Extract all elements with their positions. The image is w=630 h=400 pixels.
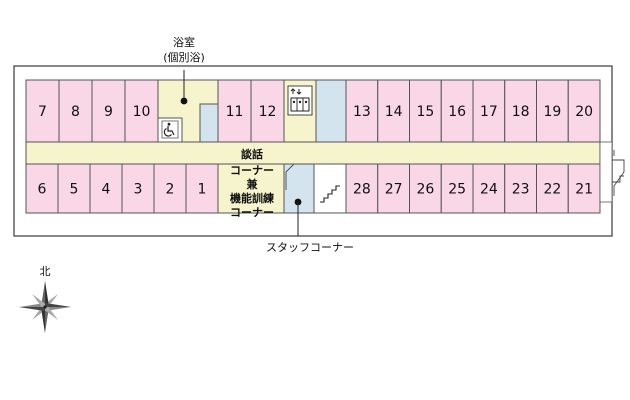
fire-escape-stairs-icon <box>612 150 625 196</box>
room-cell-20 <box>567 79 601 143</box>
bath-label-line2: (個別浴) <box>163 51 205 64</box>
room-cell-13 <box>345 79 379 143</box>
compass-icon <box>19 281 71 333</box>
staff-corner-area <box>283 163 315 214</box>
room-number-25: 25 <box>448 182 466 198</box>
room-cell-16 <box>440 79 474 143</box>
staff-counter <box>285 163 295 190</box>
room-number-21: 21 <box>575 182 593 198</box>
room-cell-22 <box>536 163 569 214</box>
lounge-label-line2: コーナー <box>230 164 274 177</box>
stairs-icon <box>320 185 340 203</box>
room-number-26: 26 <box>416 182 434 198</box>
room-number-18: 18 <box>512 104 530 120</box>
room-cell-27 <box>377 163 410 214</box>
fire-escape-area <box>599 141 613 203</box>
room-number-27: 27 <box>385 182 403 198</box>
room-number-9: 9 <box>104 104 113 120</box>
room-number-17: 17 <box>480 104 498 120</box>
staff-corner-label: スタッフコーナー <box>266 241 354 254</box>
room-number-3: 3 <box>134 182 143 198</box>
room-group-north-east: 13 14 15 16 17 18 19 20 <box>345 79 601 143</box>
room-number-10: 10 <box>133 104 151 120</box>
room-number-7: 7 <box>38 104 47 120</box>
service-area-north <box>315 79 347 143</box>
room-number-5: 5 <box>70 182 79 198</box>
room-cell-26 <box>409 163 442 214</box>
lounge-label-line3: 兼 <box>247 177 259 191</box>
room-group-north-middle: 11 12 <box>217 79 285 143</box>
wheelchair-icon <box>161 120 179 139</box>
corridor <box>25 141 601 165</box>
elevator-icon <box>287 85 313 116</box>
room-number-1: 1 <box>198 182 207 198</box>
room-group-south-east: 28 27 26 25 24 23 22 21 <box>345 163 601 214</box>
lounge-label-line4: 機能訓練 <box>230 191 274 205</box>
room-cell-11 <box>217 79 252 143</box>
room-group-north-west: 7 8 9 10 <box>25 79 159 143</box>
room-cell-28 <box>345 163 379 214</box>
room-number-13: 13 <box>353 104 371 120</box>
room-cell-19 <box>536 79 569 143</box>
room-number-16: 16 <box>448 104 466 120</box>
room-cell-3 <box>121 163 155 214</box>
room-number-2: 2 <box>166 182 175 198</box>
room-number-6: 6 <box>38 182 47 198</box>
room-number-8: 8 <box>71 104 80 120</box>
room-number-4: 4 <box>102 182 111 198</box>
room-cell-15 <box>409 79 442 143</box>
bath-blue-area <box>199 103 219 143</box>
room-cell-17 <box>472 79 506 143</box>
room-number-14: 14 <box>385 104 403 120</box>
room-cell-6 <box>25 163 59 214</box>
room-cell-25 <box>440 163 474 214</box>
room-number-20: 20 <box>575 104 593 120</box>
room-number-23: 23 <box>512 182 530 198</box>
room-cell-21 <box>567 163 601 214</box>
stairs-room <box>313 163 347 214</box>
room-number-24: 24 <box>480 182 498 198</box>
lounge-label-line5: コーナー <box>230 206 274 219</box>
north-label: 北 <box>40 265 51 278</box>
room-group-south-west: 6 5 4 3 2 1 <box>25 163 219 214</box>
lounge-label-line1: 談話 <box>241 147 263 161</box>
room-number-28: 28 <box>353 182 371 198</box>
room-number-19: 19 <box>543 104 561 120</box>
room-cell-4 <box>89 163 123 214</box>
room-number-11: 11 <box>226 104 244 120</box>
bath-label-line1: 浴室 <box>173 35 195 49</box>
room-number-15: 15 <box>416 104 434 120</box>
room-cell-1 <box>185 163 219 214</box>
room-cell-9 <box>91 79 126 143</box>
room-cell-10 <box>124 79 159 143</box>
room-number-12: 12 <box>259 104 277 120</box>
room-cell-14 <box>377 79 410 143</box>
room-cell-12 <box>250 79 285 143</box>
room-cell-23 <box>504 163 537 214</box>
room-number-22: 22 <box>543 182 561 198</box>
room-cell-18 <box>504 79 537 143</box>
bath-marker-dot <box>180 97 188 105</box>
